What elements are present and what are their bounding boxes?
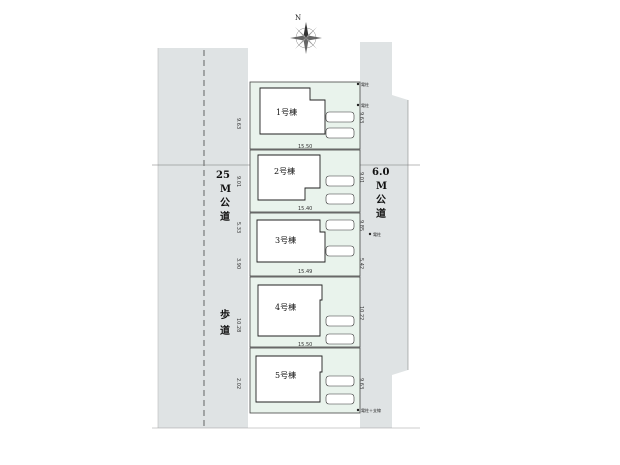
east-road-unit: M	[376, 181, 387, 192]
lot-3-frontage: 5.33	[235, 222, 241, 233]
lot-2-depth: 15.40	[298, 206, 312, 212]
east-dim-5: 10.22	[358, 306, 364, 320]
building-3-label: 3号棟	[275, 235, 296, 245]
building-5-label: 5号棟	[275, 370, 296, 380]
west-sidewalk-word2: 道	[220, 324, 230, 337]
east-dim-6: 9.63	[358, 378, 364, 389]
lot-4-depth: 15.50	[298, 342, 312, 348]
lot-3: 3号棟 15.49 5.33 3.90	[235, 212, 361, 277]
west-road-word2: 道	[220, 210, 230, 223]
lot-1-depth: 15.50	[298, 144, 312, 150]
lot-5: 5号棟 2.02	[235, 347, 361, 414]
east-dim-1: 9.63	[358, 112, 364, 123]
lot-4: 4号棟 15.50 10.28	[235, 276, 361, 348]
utility-pole-4-icon	[356, 408, 360, 412]
east-road-width: 6.0	[372, 167, 389, 178]
east-road	[360, 42, 408, 428]
lot-5-frontage: 2.02	[235, 378, 241, 389]
west-sidewalk-label: 歩 道	[220, 308, 230, 337]
building-1-label: 1号棟	[276, 107, 297, 117]
lot-1-frontage: 9.63	[235, 118, 241, 129]
utility-pole-4-label: 電柱＋支線	[361, 407, 381, 413]
compass-north-label: N	[295, 14, 301, 22]
west-sidewalk-word1: 歩	[220, 308, 230, 321]
east-dim-4: 5.42	[358, 258, 364, 269]
lot-2: 2号棟 15.40 9.01	[235, 149, 361, 213]
utility-pole-3-label: 電柱	[373, 231, 381, 237]
utility-pole-1-label: 電柱	[361, 81, 369, 87]
east-dim-2: 9.01	[358, 172, 364, 183]
building-4-label: 4号棟	[275, 302, 296, 312]
east-dim-3: 9.85	[358, 220, 364, 231]
lot-3-frontage-b: 3.90	[235, 258, 241, 269]
utility-pole-1-icon	[356, 82, 360, 86]
west-road	[158, 48, 248, 428]
west-road-unit: M	[220, 184, 231, 195]
utility-pole-2-icon	[356, 103, 360, 107]
lot-2-frontage: 9.01	[235, 176, 241, 187]
lot-4-frontage: 10.28	[235, 318, 241, 332]
west-road-label: 25 M 公 道	[216, 170, 231, 223]
building-2-label: 2号棟	[274, 166, 295, 176]
lot-3-depth: 15.49	[298, 269, 312, 275]
north-compass: N	[290, 14, 322, 54]
east-road-word1: 公	[376, 194, 386, 206]
lot-1: 1号棟 15.50 9.63	[235, 81, 361, 150]
west-road-word1: 公	[220, 197, 230, 209]
utility-pole-2-label: 電柱	[361, 102, 369, 108]
west-road-width: 25	[216, 170, 230, 181]
east-road-label: 6.0 M 公 道	[372, 167, 389, 220]
utility-pole-3-icon	[368, 232, 372, 236]
east-road-word2: 道	[376, 207, 386, 220]
